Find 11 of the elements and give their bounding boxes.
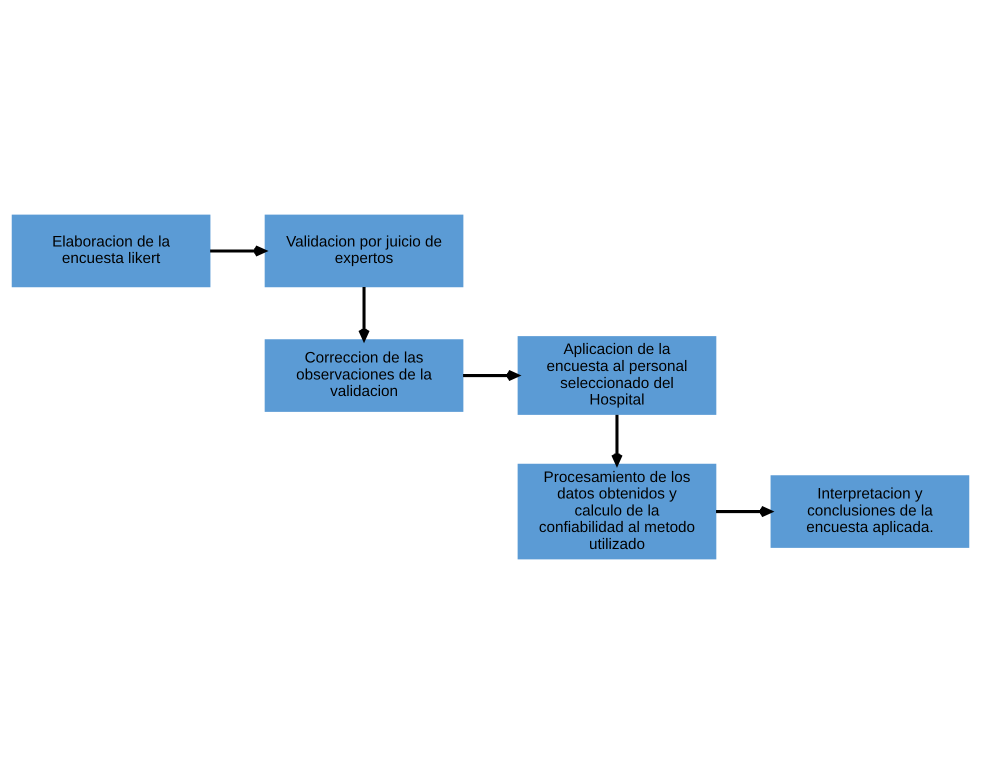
node-box: Elaboracion de la encuesta likert: [12, 214, 210, 288]
arrow: [611, 414, 623, 466]
node-box: Aplicacion de la encuesta al personal seleccionado del Hospital: [518, 336, 716, 415]
arrow: [463, 370, 520, 382]
arrow: [358, 287, 370, 342]
node-box: Correccion de las observaciones de la validacion: [264, 339, 464, 412]
node-box: Procesamiento de los datos obtenidos y calculo de la confiabilidad al metodo utilizado: [518, 464, 716, 560]
arrow: [716, 506, 772, 518]
node-box: Interpretacion y conclusiones de la encuesta aplicada.: [770, 475, 970, 548]
arrow: [210, 245, 266, 257]
node-box: Validacion por juicio de expertos: [264, 214, 464, 288]
